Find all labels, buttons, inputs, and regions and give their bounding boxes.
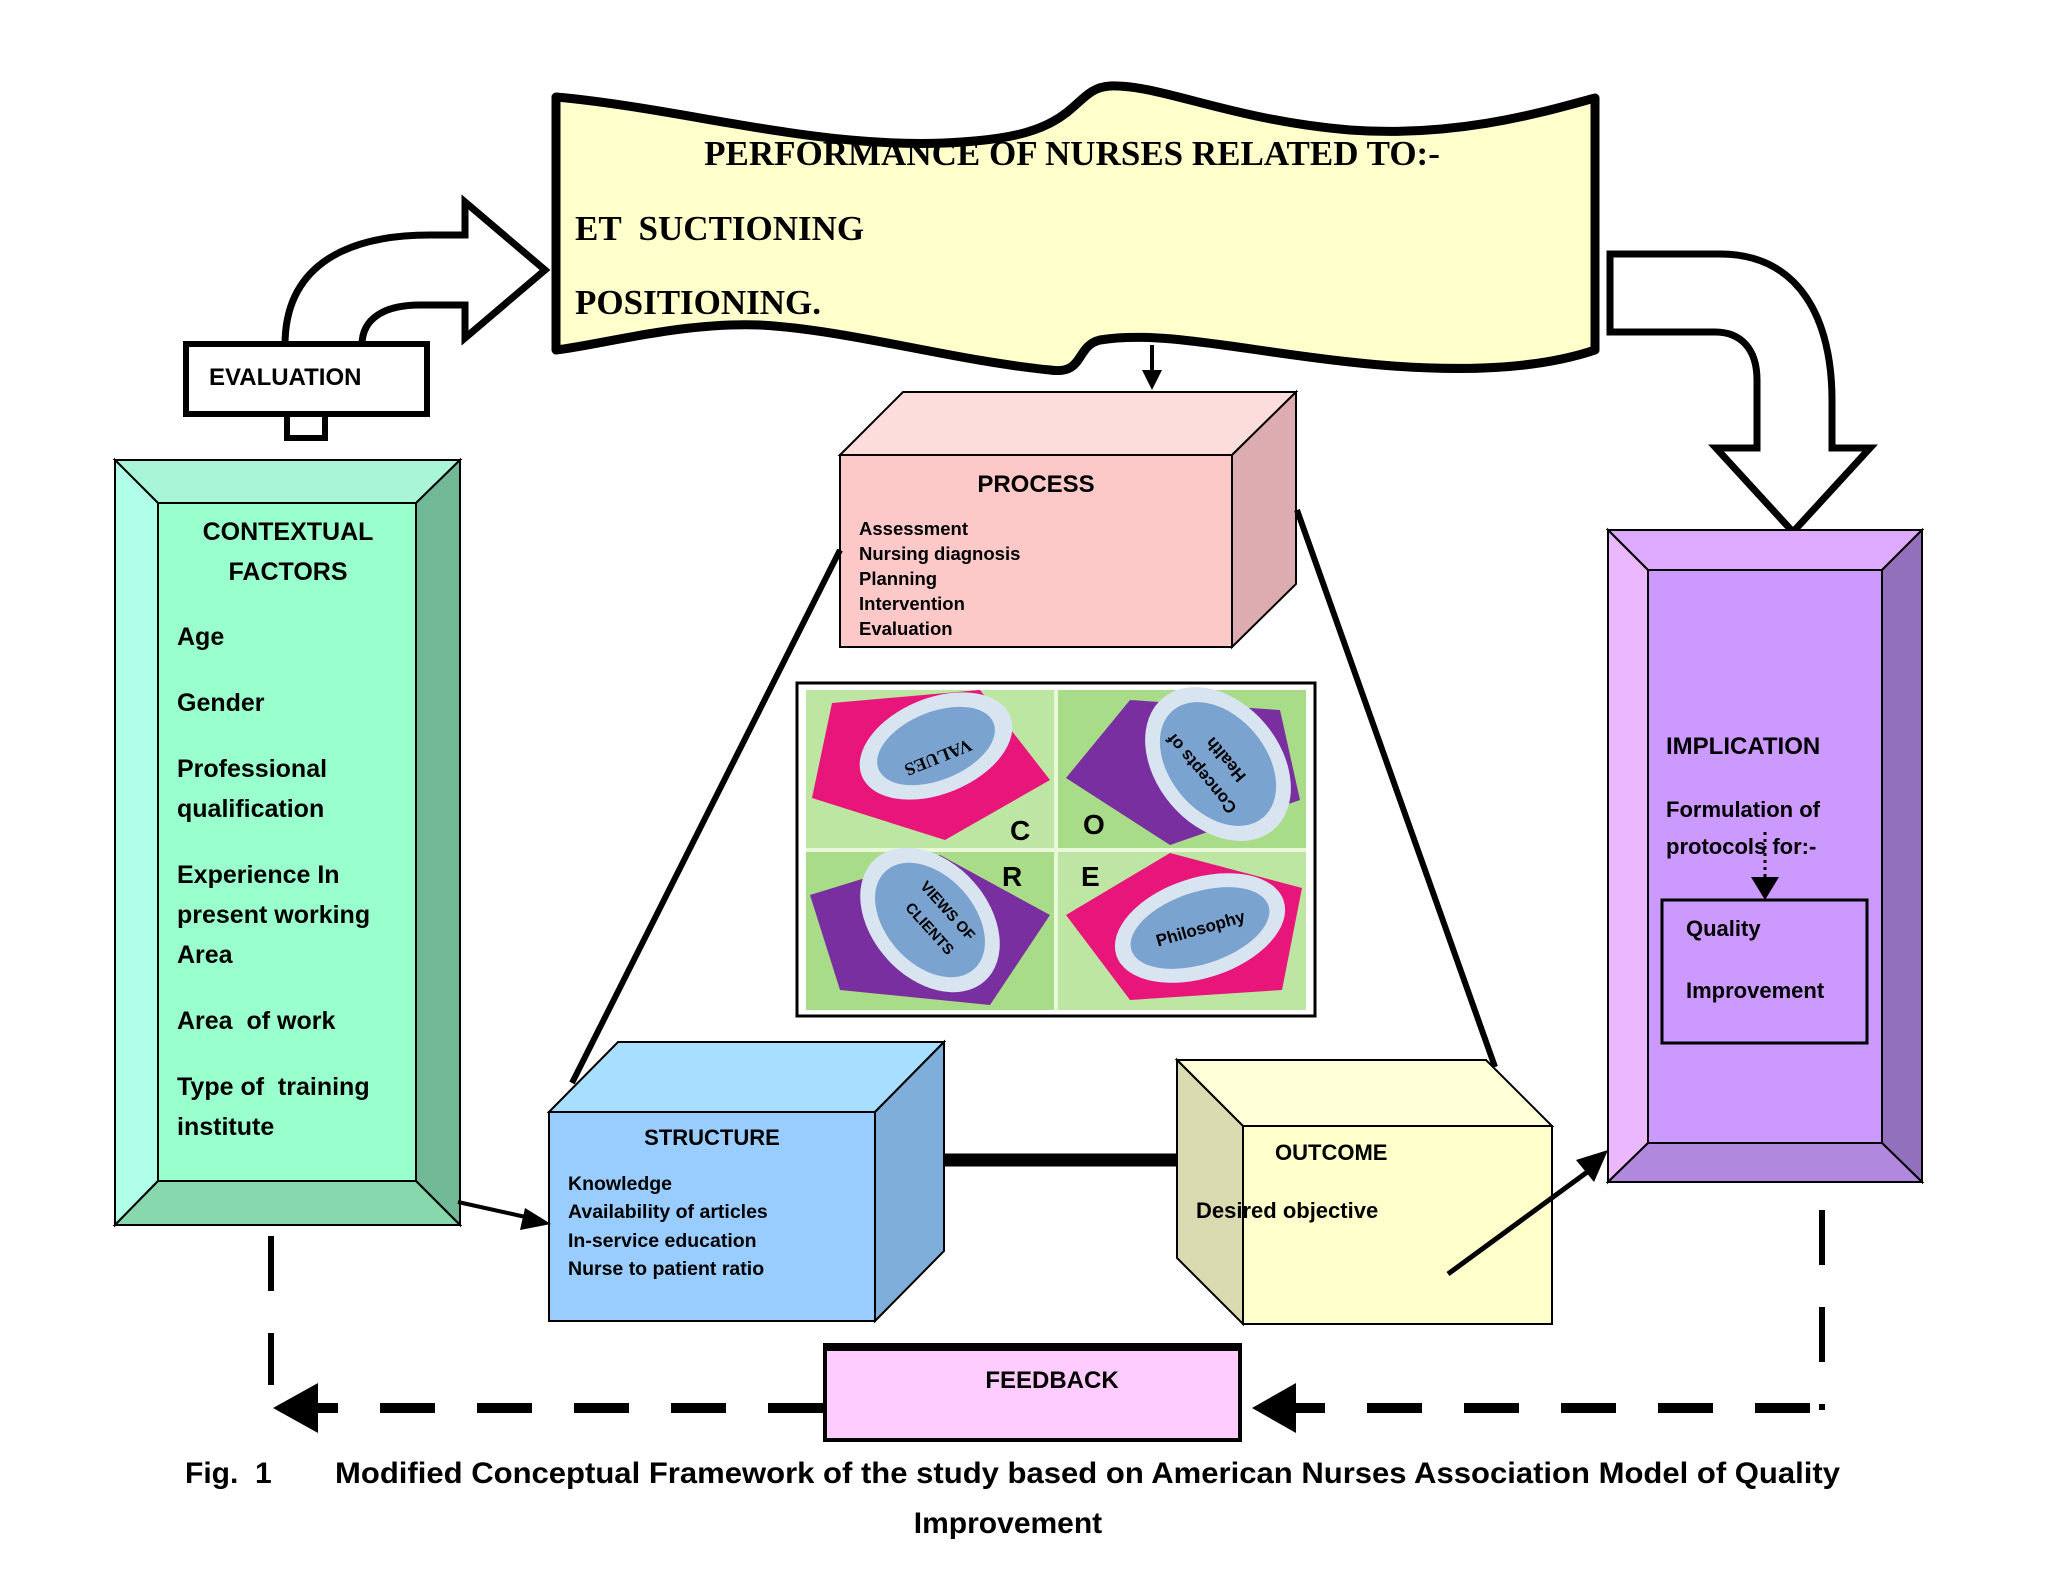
- factor-experience-2: present working: [177, 901, 370, 929]
- outcome-box: OUTCOME Desired objective: [1174, 1057, 1555, 1327]
- core-quadrant-values: VALUES: [812, 690, 1050, 840]
- factor-qualification: qualification: [177, 795, 324, 823]
- quality-improvement-box: [1660, 898, 1869, 1045]
- structure-title: STRUCTURE: [644, 1125, 780, 1150]
- core-quadrant-views-of-clients: VIEWS OF CLIENTS: [810, 847, 1050, 1005]
- process-title: PROCESS: [977, 471, 1094, 498]
- implication-box: IMPLICATION Formulation of protocols for…: [1605, 527, 1925, 1185]
- factor-training-1: Type of training: [177, 1073, 370, 1101]
- evaluation-box: EVALUATION: [183, 341, 430, 441]
- factor-area-of-work: Area of work: [177, 1007, 335, 1035]
- structure-item: In-service education: [568, 1230, 757, 1252]
- performance-banner: PERFORMANCE OF NURSES RELATED TO:- ET SU…: [551, 81, 1600, 376]
- caption-figure-number: Fig. 1: [185, 1457, 272, 1490]
- banner-line-positioning: POSITIONING.: [575, 283, 821, 322]
- contextual-factors-box: CONTEXTUAL FACTORS Age Gender Profession…: [112, 457, 463, 1228]
- factor-gender: Gender: [177, 689, 265, 717]
- factor-experience-3: Area: [177, 941, 234, 969]
- banner-title: PERFORMANCE OF NURSES RELATED TO:-: [704, 134, 1440, 173]
- contextual-to-structure-arrow: [457, 1200, 551, 1230]
- outcome-title: OUTCOME: [1275, 1140, 1387, 1165]
- process-item: Evaluation: [859, 618, 953, 639]
- factor-training-2: institute: [177, 1113, 274, 1141]
- core-letter-c: C: [1010, 815, 1030, 846]
- structure-item: Availability of articles: [568, 1201, 768, 1223]
- structure-item: Nurse to patient ratio: [568, 1258, 764, 1280]
- implication-text-line-1: Formulation of: [1666, 797, 1821, 822]
- figure-caption: Fig. 1 Modified Conceptual Framework of …: [185, 1457, 1840, 1540]
- structure-item: Knowledge: [568, 1173, 672, 1195]
- feedback-loop: [268, 1210, 1825, 1433]
- triangle-connector-lines: [569, 508, 1498, 1167]
- core-quadrant-concepts-of-health: Concepts of Health: [1066, 687, 1300, 845]
- core-letter-e: E: [1081, 861, 1100, 892]
- implication-arrowhead: [1751, 877, 1779, 900]
- process-box: PROCESS Assessment Nursing diagnosis Pla…: [837, 389, 1299, 650]
- improvement-line: Improvement: [1686, 978, 1825, 1003]
- quality-line: Quality: [1686, 916, 1761, 941]
- contextual-title-line-2: FACTORS: [229, 558, 348, 586]
- feedback-label: FEEDBACK: [985, 1367, 1119, 1394]
- process-item: Intervention: [859, 593, 965, 614]
- factor-professional: Professional: [177, 755, 327, 783]
- core-letter-o: O: [1083, 809, 1105, 840]
- implication-text-line-2: protocols for:-: [1666, 834, 1816, 859]
- contextual-title-line-1: CONTEXTUAL: [203, 518, 374, 546]
- feedback-arrowhead-right: [1252, 1383, 1296, 1433]
- core-graphic: VALUES Concepts of Health VIEWS OF CLIEN…: [795, 681, 1317, 1018]
- banner-to-process-arrow: [1142, 345, 1162, 390]
- factor-age: Age: [177, 623, 224, 651]
- evaluation-label: EVALUATION: [209, 364, 361, 391]
- process-item: Nursing diagnosis: [859, 543, 1020, 564]
- caption-line-1: Modified Conceptual Framework of the stu…: [335, 1457, 1840, 1490]
- feedback-arrowhead-left: [273, 1383, 318, 1433]
- caption-line-2: Improvement: [914, 1507, 1102, 1540]
- core-letter-r: R: [1002, 861, 1022, 892]
- implication-title: IMPLICATION: [1666, 733, 1820, 760]
- banner-line-et-suctioning: ET SUCTIONING: [575, 209, 864, 248]
- core-quadrant-philosophy: Philosophy: [1066, 853, 1302, 1000]
- outcome-to-implication-arrow: [1446, 1150, 1608, 1277]
- banner-shape: [551, 81, 1600, 376]
- structure-box: STRUCTURE Knowledge Availability of arti…: [546, 1039, 947, 1324]
- outcome-item: Desired objective: [1196, 1198, 1378, 1223]
- evaluation-curved-arrow: [281, 194, 551, 346]
- implication-curved-arrow: [1606, 250, 1878, 538]
- feedback-box: FEEDBACK: [823, 1343, 1242, 1442]
- process-item: Assessment: [859, 518, 968, 539]
- factor-experience-1: Experience In: [177, 861, 340, 889]
- process-item: Planning: [859, 568, 937, 589]
